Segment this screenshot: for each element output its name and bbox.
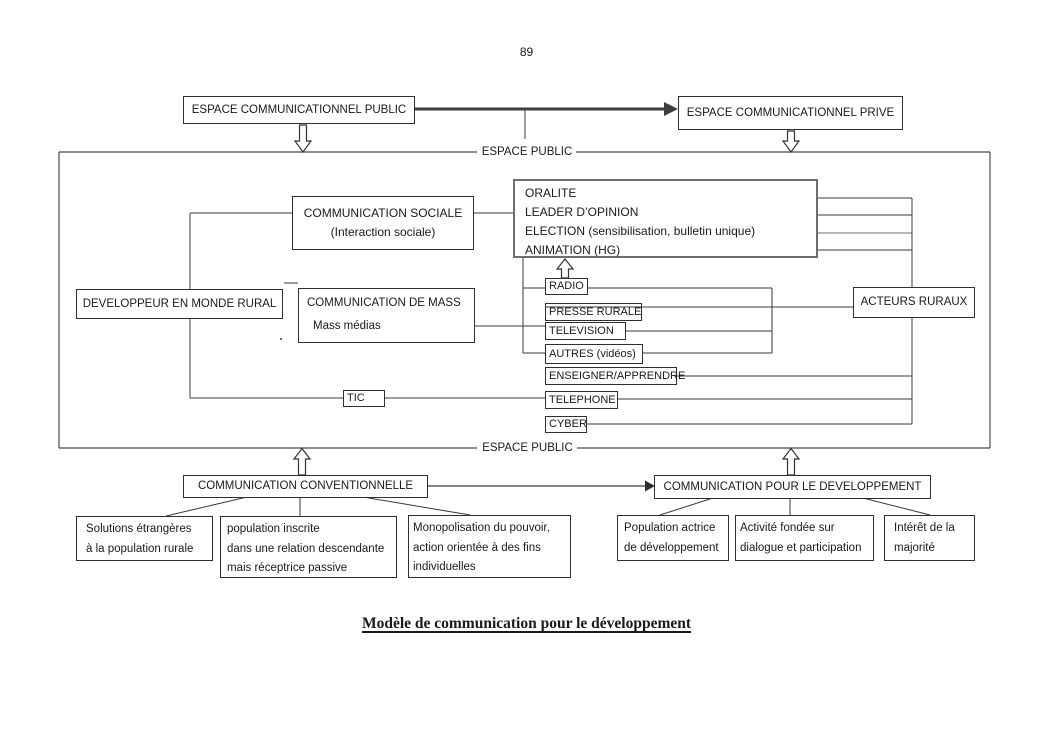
- page-number: 89: [519, 45, 534, 59]
- item-line: de développement: [624, 541, 719, 554]
- box-television: TELEVISION: [545, 322, 626, 340]
- item-line: Monopolisation du pouvoir,: [413, 522, 550, 534]
- box-communication-pour-developpement: COMMUNICATION POUR LE DEVELOPPEMENT: [654, 475, 931, 499]
- box-label: AUTRES (vidéos): [549, 347, 636, 360]
- box-label: COMMUNICATION POUR LE DEVELOPPEMENT: [663, 480, 922, 493]
- box-radio: RADIO: [545, 278, 588, 295]
- box-communication-de-mass: COMMUNICATION DE MASS Mass médias: [298, 288, 475, 343]
- box-acteurs-ruraux: ACTEURS RURAUX: [853, 287, 975, 318]
- box-interet-majorite: Intérêt de la majorité: [884, 515, 975, 561]
- arrow-head: [664, 102, 678, 116]
- box-title: COMMUNICATION SOCIALE: [303, 206, 463, 220]
- item-line: Solutions étrangères: [86, 523, 192, 535]
- item-line: Population actrice: [624, 522, 716, 534]
- box-population-actrice: Population actrice de développement: [617, 515, 729, 561]
- box-label: DEVELOPPEUR EN MONDE RURAL: [82, 297, 277, 310]
- box-label: TIC: [347, 392, 365, 404]
- figure-caption-text: Modèle de communication pour le développ…: [361, 615, 692, 632]
- hollow-arrows: [292, 124, 801, 476]
- oralite-line: ANIMATION (HG): [525, 243, 621, 257]
- box-activite-fondee: Activité fondée sur dialogue et particip…: [735, 515, 874, 561]
- espace-public-label-top: ESPACE PUBLIC: [478, 145, 576, 160]
- box-label: ESPACE COMMUNICATIONNEL PUBLIC: [191, 103, 407, 116]
- branch-line: [165, 496, 248, 517]
- box-label: PRESSE RURALE: [549, 305, 642, 318]
- espace-public-label-bottom: ESPACE PUBLIC: [478, 441, 577, 456]
- box-title: COMMUNICATION DE MASS: [307, 297, 461, 309]
- oralite-line: LEADER D’OPINION: [525, 205, 639, 219]
- box-communication-sociale: COMMUNICATION SOCIALE (Interaction socia…: [292, 196, 474, 250]
- item-line: Activité fondée sur: [740, 522, 835, 534]
- public-to-prive-arrow: [415, 102, 678, 139]
- down-arrow-prive: [781, 130, 801, 154]
- arrow-head: [645, 480, 655, 492]
- box-telephone: TELEPHONE: [545, 391, 618, 409]
- branch-line: [659, 497, 714, 516]
- box-label: TELEPHONE: [549, 393, 616, 406]
- box-label: ESPACE COMMUNICATIONNEL PRIVE: [686, 106, 895, 119]
- bottom-branch-lines: [165, 496, 931, 517]
- stray-dot: [280, 338, 282, 340]
- box-label: ACTEURS RURAUX: [860, 296, 968, 308]
- box-label: ENSEIGNER/APPRENDRE: [549, 369, 686, 382]
- box-label: COMMUNICATION CONVENTIONNELLE: [197, 480, 414, 492]
- box-population-inscrite: population inscrite dans une relation de…: [220, 516, 397, 578]
- box-label: RADIO: [549, 280, 584, 292]
- box-enseigner-apprendre: ENSEIGNER/APPRENDRE: [545, 367, 685, 385]
- oralite-line: ELECTION (sensibilisation, bulletin uniq…: [525, 224, 756, 238]
- box-label: CYBER: [549, 418, 587, 430]
- box-tic: TIC: [343, 390, 385, 407]
- item-line: individuelles: [413, 561, 476, 573]
- item-line: mais réceptrice passive: [227, 562, 348, 574]
- item-line: dans une relation descendante: [227, 542, 385, 555]
- up-arrow-developpement: [781, 447, 801, 476]
- box-oralite: ORALITE LEADER D’OPINION ELECTION (sensi…: [513, 179, 818, 258]
- figure-caption: Modèle de communication pour le développ…: [0, 615, 1053, 633]
- box-developpeur-monde-rural: DEVELOPPEUR EN MONDE RURAL: [76, 289, 283, 319]
- box-monopolisation-pouvoir: Monopolisation du pouvoir, action orient…: [408, 515, 571, 578]
- espace-public-frame: [58, 151, 991, 449]
- box-espace-communicationnel-public: ESPACE COMMUNICATIONNEL PUBLIC: [183, 96, 415, 124]
- box-solutions-etrangeres: Solutions étrangères à la population rur…: [76, 516, 213, 561]
- item-line: Intérêt de la: [894, 522, 955, 534]
- box-autres-videos: AUTRES (vidéos): [545, 344, 643, 364]
- item-line: population inscrite: [227, 523, 320, 535]
- box-label: TELEVISION: [549, 324, 614, 337]
- down-arrow-public: [293, 124, 313, 154]
- item-line: dialogue et participation: [740, 541, 862, 554]
- box-communication-conventionnelle: COMMUNICATION CONVENTIONNELLE: [183, 475, 428, 498]
- box-cyber: CYBER: [545, 416, 587, 433]
- branch-line: [362, 496, 471, 516]
- inner-connectors: [189, 197, 913, 425]
- box-presse-rurale: PRESSE RURALE: [545, 303, 642, 321]
- item-line: à la population rurale: [86, 542, 194, 555]
- box-subtitle: Mass médias: [313, 320, 381, 332]
- box-espace-communicationnel-prive: ESPACE COMMUNICATIONNEL PRIVE: [678, 96, 903, 130]
- branch-line: [862, 497, 931, 516]
- up-arrow-radio: [555, 258, 575, 279]
- conv-to-dev-arrow: [427, 480, 655, 492]
- box-subtitle: (Interaction sociale): [330, 225, 436, 239]
- item-line: majorité: [894, 541, 935, 554]
- oralite-line: ORALITE: [525, 186, 577, 200]
- up-arrow-conventionnelle: [292, 447, 312, 476]
- item-line: action orientée à des fins: [413, 541, 541, 554]
